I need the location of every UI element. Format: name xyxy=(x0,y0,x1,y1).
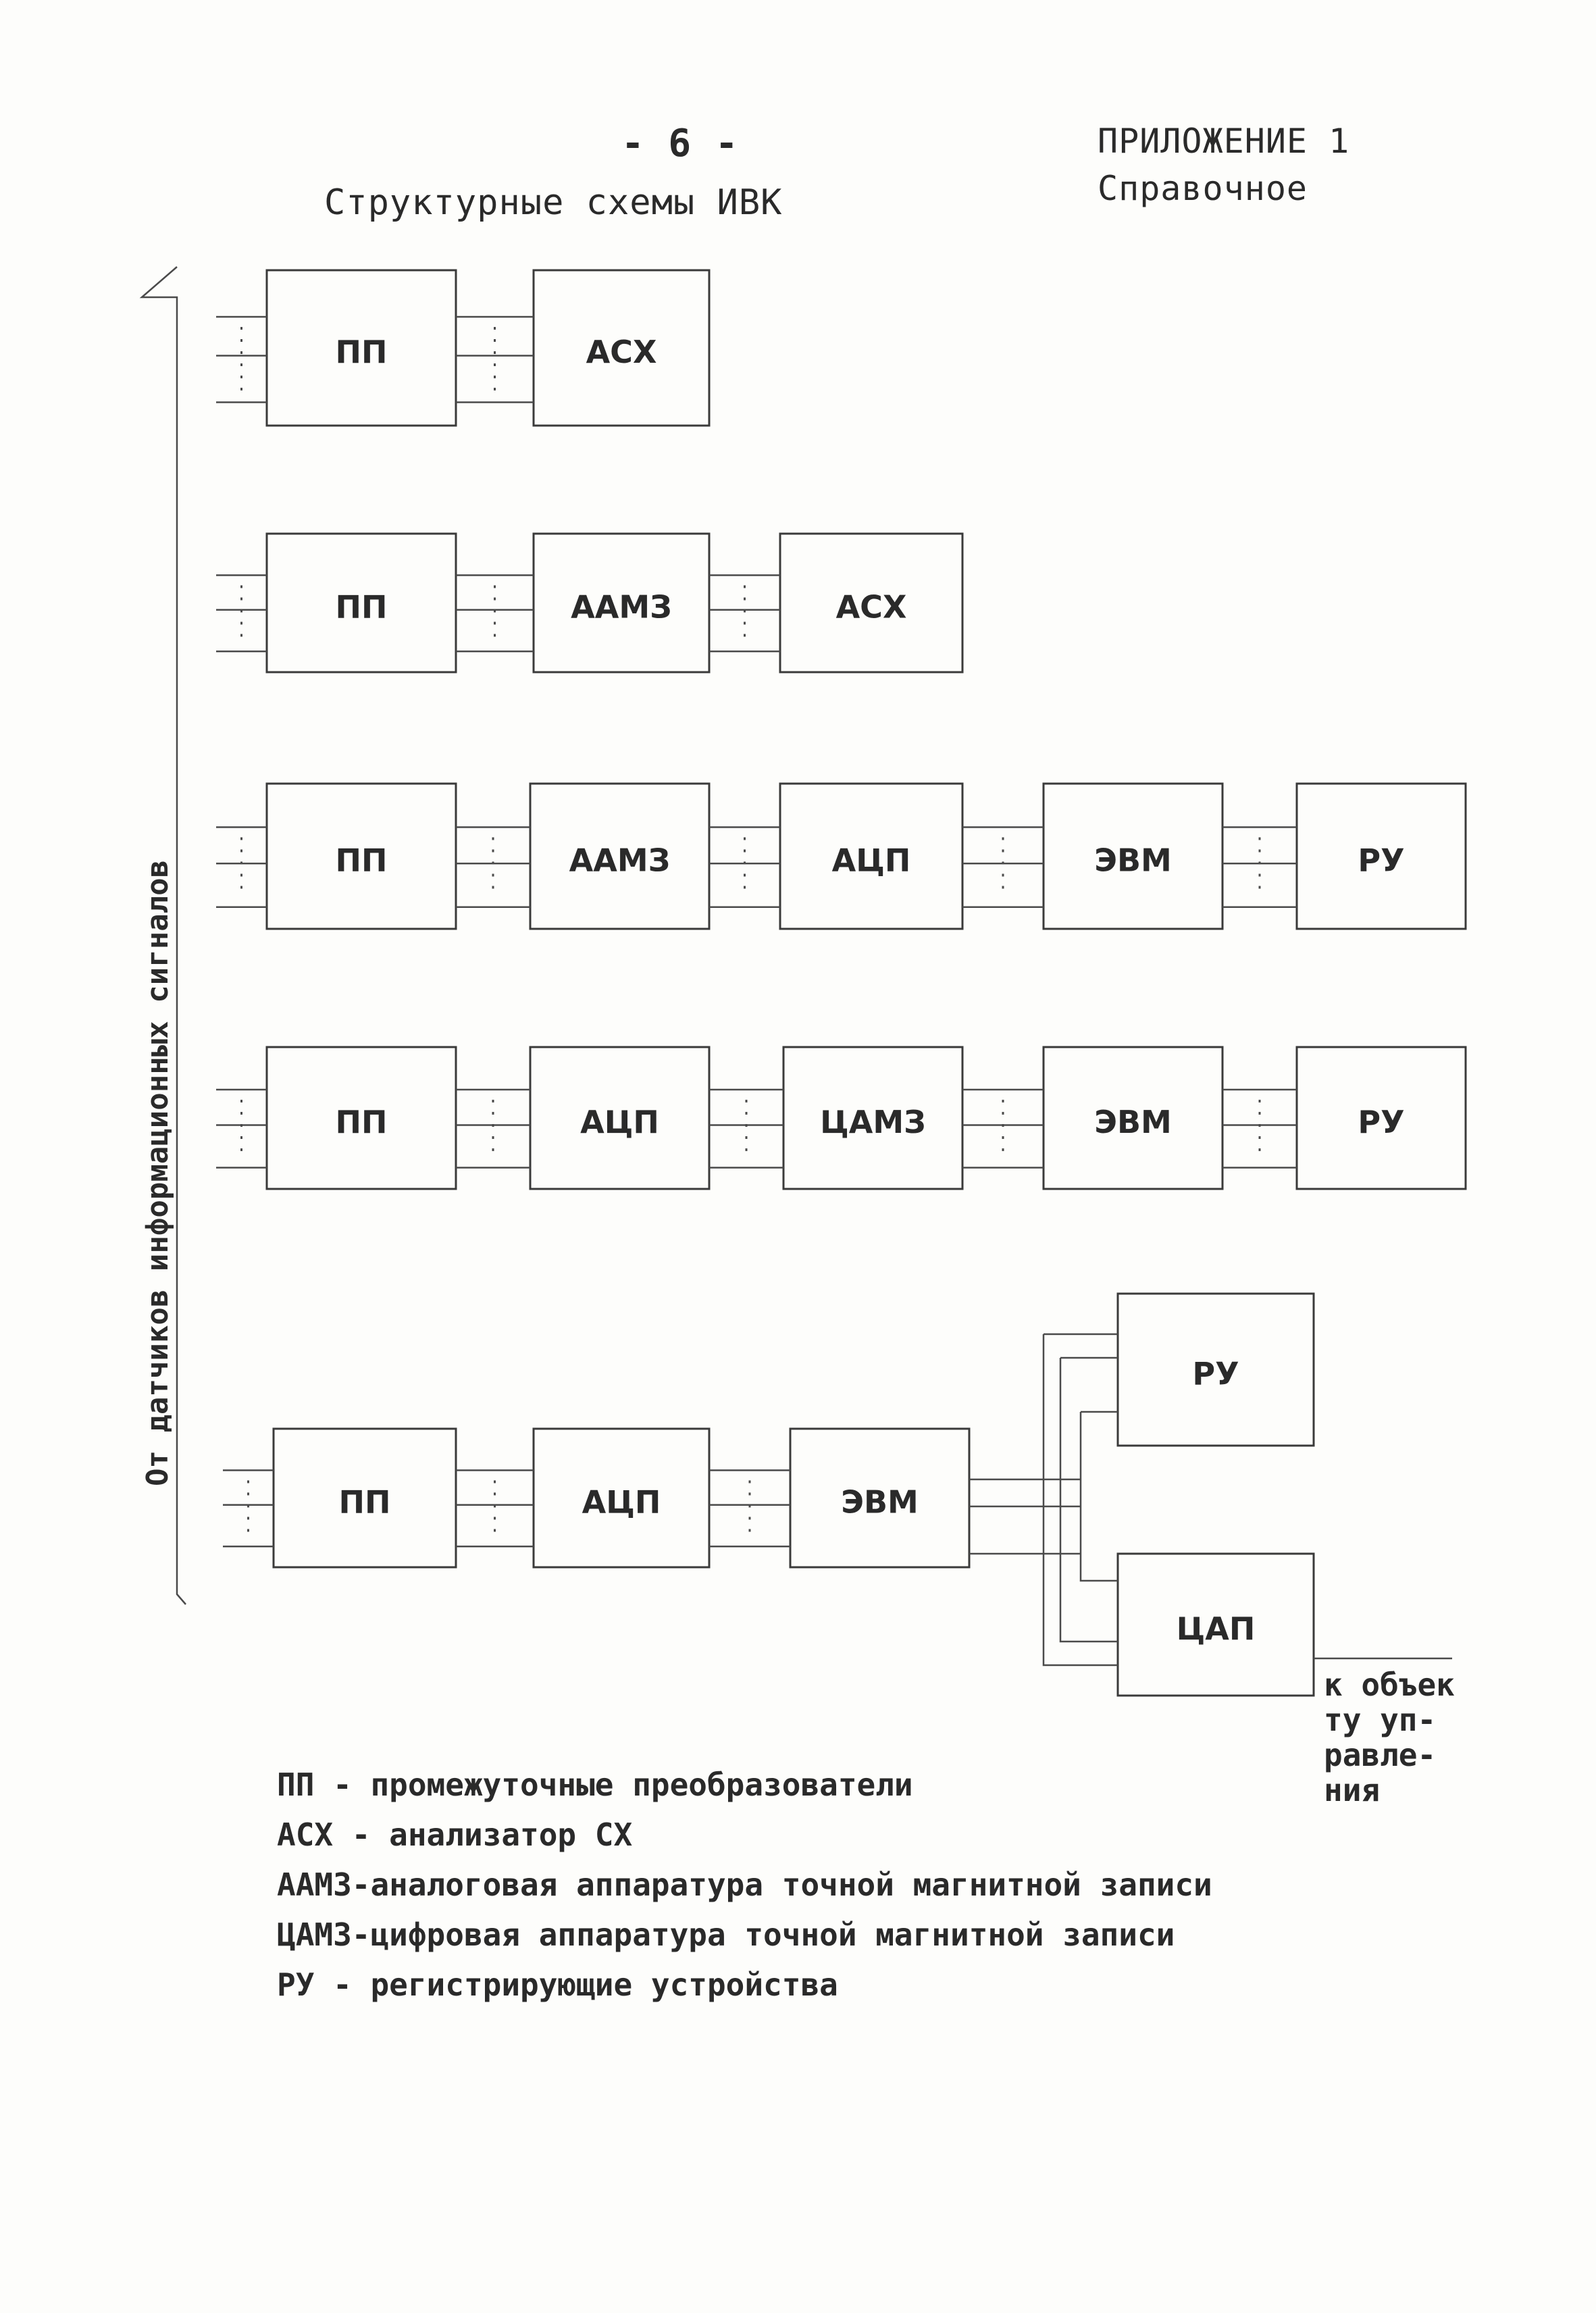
row4-box-5 xyxy=(1295,1046,1467,1190)
row5-box-1 xyxy=(272,1427,457,1569)
row2-box-3-label: АСХ xyxy=(836,589,907,626)
legend-item-camz: ЦАМЗ-цифровая аппаратура точной магнитно… xyxy=(277,1916,1175,1953)
row2-box-2 xyxy=(532,532,711,673)
row5-box-3 xyxy=(789,1427,971,1569)
legend-item-ru: РУ - регистрирующие устройства xyxy=(277,1966,838,2003)
target-line-3: равле- xyxy=(1324,1737,1436,1773)
legend-item-asx: АСХ - анализатор СХ xyxy=(277,1816,633,1853)
legend: ПП - промежуточные преобразователи АСХ -… xyxy=(277,1760,1212,2010)
row3-box-4-label: ЭВМ xyxy=(1094,842,1172,879)
legend-item-pp: ПП - промежуточные преобразователи xyxy=(277,1766,913,1803)
row5-box-2 xyxy=(532,1427,711,1569)
row4-box-3-label: ЦАМЗ xyxy=(820,1104,926,1140)
row4-box-5-label: РУ xyxy=(1358,1104,1404,1140)
row5-box-2-label: АЦП xyxy=(582,1484,661,1521)
target-line-4: ния xyxy=(1324,1772,1380,1808)
row4-box-3 xyxy=(782,1046,964,1190)
row1-box-2-label: АСХ xyxy=(586,334,657,370)
diagram-rows: ПП АСХ ПП ААМЗ АСХ ПП ААМЗ АЦП ЭВМ РУ ПП АЦП ЦАМЗ ЭВМ… xyxy=(216,269,1467,1697)
row3-box-3-label: АЦП xyxy=(832,842,911,879)
row4-box-2-label: АЦП xyxy=(580,1104,659,1140)
row2-box-2-label: ААМЗ xyxy=(571,589,672,626)
vertical-source-label: От датчиков информационных сигналов xyxy=(140,860,175,1486)
row5-bus-inner xyxy=(1059,1356,1118,1643)
row4-box-4-label: ЭВМ xyxy=(1094,1104,1172,1140)
row4-box-4 xyxy=(1042,1046,1224,1190)
source-bracket xyxy=(139,266,186,1605)
row3-box-5-label: РУ xyxy=(1358,842,1404,879)
row3-box-5 xyxy=(1295,782,1467,930)
row1-box-2 xyxy=(532,269,711,427)
appendix-subtitle: Справочное xyxy=(1098,169,1308,208)
row2-box-1-label: ПП xyxy=(336,589,388,626)
row3-box-2-label: ААМЗ xyxy=(569,842,671,879)
row5-bus-outer xyxy=(1042,1333,1118,1667)
row4-box-2 xyxy=(529,1046,711,1190)
row4-box-1-label: ПП xyxy=(336,1104,388,1140)
row3-box-4 xyxy=(1042,782,1224,930)
target-line-1: к объек xyxy=(1324,1667,1455,1703)
row5-branch-box-2 xyxy=(1116,1552,1315,1697)
appendix-title: ПРИЛОЖЕНИЕ 1 xyxy=(1098,122,1350,161)
row1-box-1-label: ПП xyxy=(336,334,388,370)
row5-bus-core xyxy=(1079,1410,1118,1582)
row5-box-1-label: ПП xyxy=(339,1484,391,1521)
row5-box-3-label: ЭВМ xyxy=(841,1484,919,1521)
row1-box-1 xyxy=(265,269,457,427)
row4-box-1 xyxy=(265,1046,457,1190)
row5-branch-box-1 xyxy=(1116,1292,1315,1447)
row3-box-1-label: ПП xyxy=(336,842,388,879)
row5-branch-box-1-label: РУ xyxy=(1192,1356,1239,1392)
page-number: - 6 - xyxy=(621,122,739,166)
target-line-2: ту уп- xyxy=(1324,1702,1436,1738)
row3-box-2 xyxy=(529,782,711,930)
row3-box-3 xyxy=(779,782,964,930)
row2-box-3 xyxy=(779,532,964,673)
row2-box-1 xyxy=(265,532,457,673)
row5-branch-box-2-label: ЦАП xyxy=(1177,1610,1256,1647)
diagram-title: Структурные схемы ИВК xyxy=(324,182,783,223)
legend-item-aamz: ААМЗ-аналоговая аппаратура точной магнит… xyxy=(277,1866,1212,1903)
row3-box-1 xyxy=(265,782,457,930)
